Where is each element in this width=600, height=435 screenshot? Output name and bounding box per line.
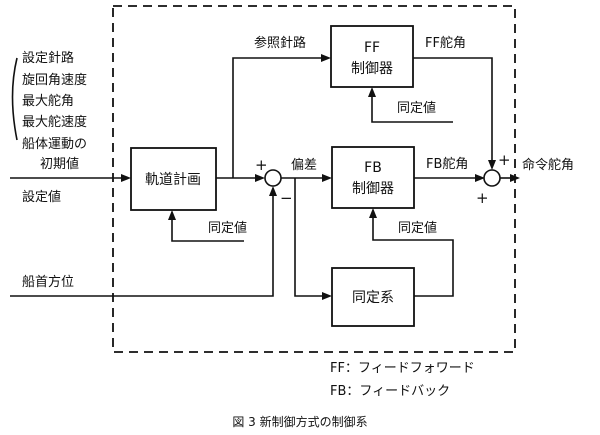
ff-controller-block (330, 25, 414, 88)
ff-rudder-angle-arrowhead (488, 160, 496, 170)
legend-fb: FB：フィードバック (330, 384, 450, 399)
sum1-minus-sign: − (280, 189, 293, 207)
sum-junction-2 (483, 169, 501, 187)
identification-system-label: 同定系 (352, 290, 394, 306)
identification-system-block (331, 267, 415, 327)
reference-course-label: 参照針路 (254, 35, 306, 51)
fb-identified-loop (372, 216, 454, 297)
input-label-line-3: 最大舵角 (22, 94, 74, 109)
figure-caption: 図 3 新制御方式の制御系 (232, 414, 367, 429)
ff-identified-label: 同定値 (397, 100, 436, 116)
fb-controller-label-2: 制御器 (352, 181, 394, 197)
trajectory-identified-arrowhead (168, 210, 176, 220)
sum2-plus-top-sign: + (498, 151, 511, 169)
sum2-plus-bottom-sign: + (476, 189, 489, 207)
ff-rudder-angle-line (413, 57, 493, 162)
fb-rudder-angle-arrowhead (475, 174, 485, 182)
fb-identified-arrowhead (369, 208, 377, 218)
command-rudder-angle-arrowhead (510, 174, 520, 182)
input-label-line-1: 設定針路 (22, 50, 74, 66)
trajectory-planning-block (130, 147, 217, 211)
ship-heading-label: 船首方位 (22, 274, 74, 290)
sum1-plus-sign: + (255, 156, 268, 174)
ff-controller-label-1: FF (364, 40, 380, 56)
trajectory-identified-label: 同定値 (208, 220, 247, 236)
reference-course-arrowhead (321, 54, 331, 62)
ff-identified-arrowhead (368, 87, 376, 97)
input-label-line-5: 船体運動の (22, 137, 87, 152)
ff-controller-label-2: 制御器 (351, 61, 393, 77)
deviation-label: 偏差 (291, 158, 317, 173)
deviation-to-identification-arrowhead (322, 292, 332, 300)
fb-controller-block (331, 146, 415, 209)
input-label-line-6: 初期値 (40, 156, 79, 172)
legend-ff: FF：フィードフォワード (330, 361, 475, 376)
input-label-line-2: 旋回角速度 (22, 72, 87, 88)
input-arrowhead (121, 174, 131, 182)
trajectory-to-sum1-arrowhead (255, 174, 265, 182)
fb-controller-label-1: FB (364, 160, 382, 176)
trajectory-identified-loop (171, 218, 244, 242)
input-label-line-4: 最大舵速度 (22, 114, 87, 130)
command-rudder-angle-label: 命令舵角 (522, 157, 574, 173)
fb-rudder-angle-label: FB舵角 (426, 157, 468, 172)
ship-heading-arrowhead (269, 186, 277, 196)
setting-value-label: 設定値 (22, 189, 61, 205)
input-bracket (11, 57, 18, 141)
reference-course-line (232, 57, 323, 178)
ff-identified-loop (371, 95, 453, 123)
fb-identified-label: 同定値 (398, 220, 437, 236)
ff-rudder-angle-label: FF舵角 (425, 36, 466, 51)
deviation-arrowhead (322, 174, 332, 182)
trajectory-planning-label: 軌道計画 (145, 172, 201, 188)
ship-heading-line (10, 194, 274, 297)
deviation-to-identification-line (294, 178, 324, 297)
